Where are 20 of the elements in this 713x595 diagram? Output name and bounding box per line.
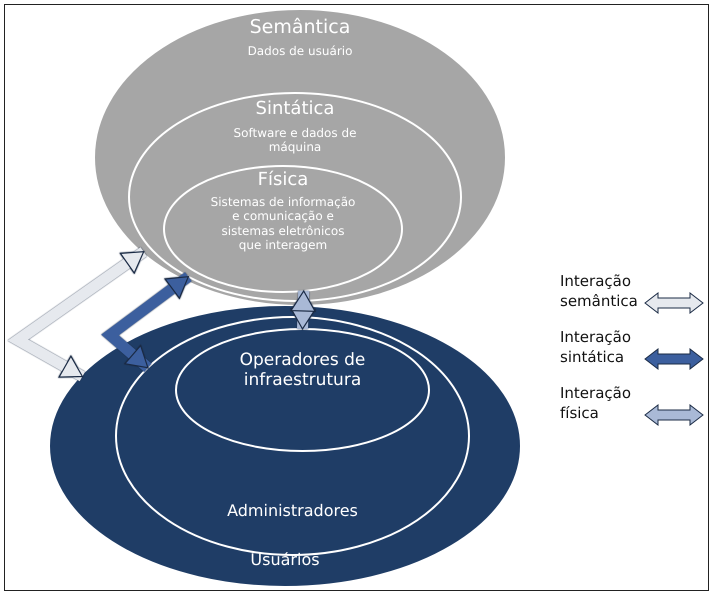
double-arrow [8,247,147,382]
layer-description: Dados de usuário [246,44,354,58]
legend-label: Interação física [560,384,632,423]
layer-ellipse [163,165,403,293]
user-ellipse [175,328,430,452]
layer-title: Sintática [254,98,336,120]
group-label: Usuários [249,550,321,570]
legend-label: Interação semântica [560,272,639,311]
legend-label: Interação sintática [560,328,632,367]
user-ellipse [50,306,520,586]
layer-title: Física [256,169,310,191]
layer-description: Sistemas de informação e comunicação e sistemas eletrônicos que interagem [210,195,356,253]
layer-title: Semântica [248,16,352,39]
double-arrow [101,272,192,372]
layer-ellipse [128,92,462,302]
layer-ellipse [95,10,505,305]
double-arrow [290,290,316,330]
group-label: Administradores [226,501,359,520]
group-label: Operadores de infraestrutura [238,350,366,391]
layer-description: Software e dados de máquina [232,126,358,155]
